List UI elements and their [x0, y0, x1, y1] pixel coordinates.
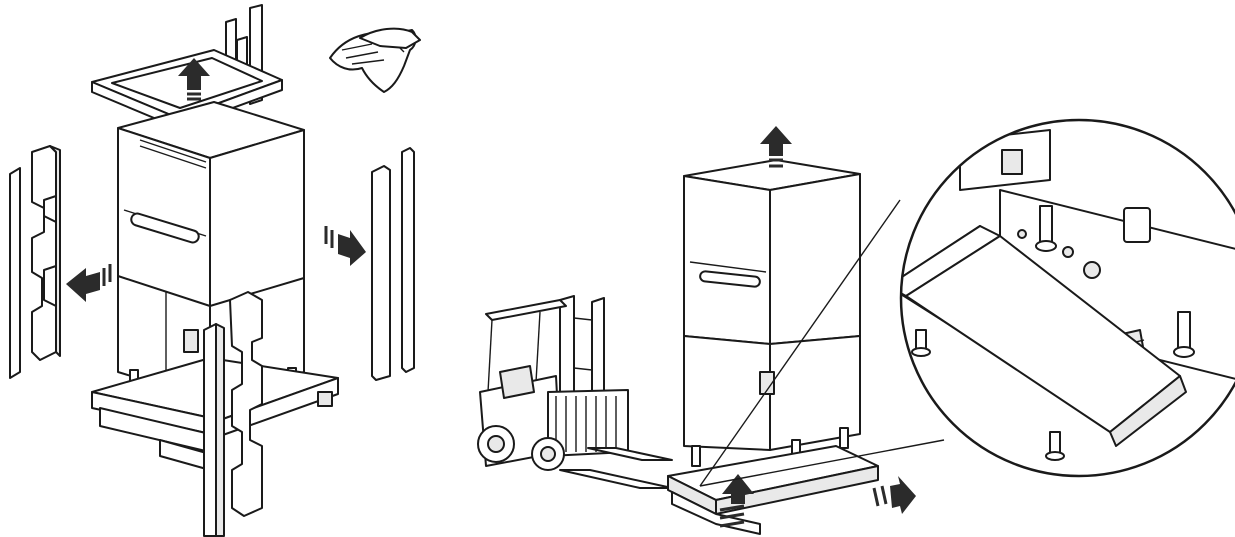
arrow-up-icon-right [760, 126, 792, 166]
arrow-left-icon [66, 264, 110, 302]
gloves-icon [330, 29, 420, 92]
arrow-right-icon [326, 226, 366, 266]
corner-post-front [204, 324, 224, 536]
side-foam-center [230, 292, 262, 516]
side-foam-left [10, 146, 60, 378]
arrow-right-pallet-icon [874, 476, 916, 514]
machine-right [684, 160, 860, 466]
detail-magnifier [888, 120, 1235, 476]
forklift [478, 296, 672, 488]
right-scene [478, 120, 1235, 534]
side-foam-right [372, 148, 414, 380]
left-scene [10, 5, 420, 536]
